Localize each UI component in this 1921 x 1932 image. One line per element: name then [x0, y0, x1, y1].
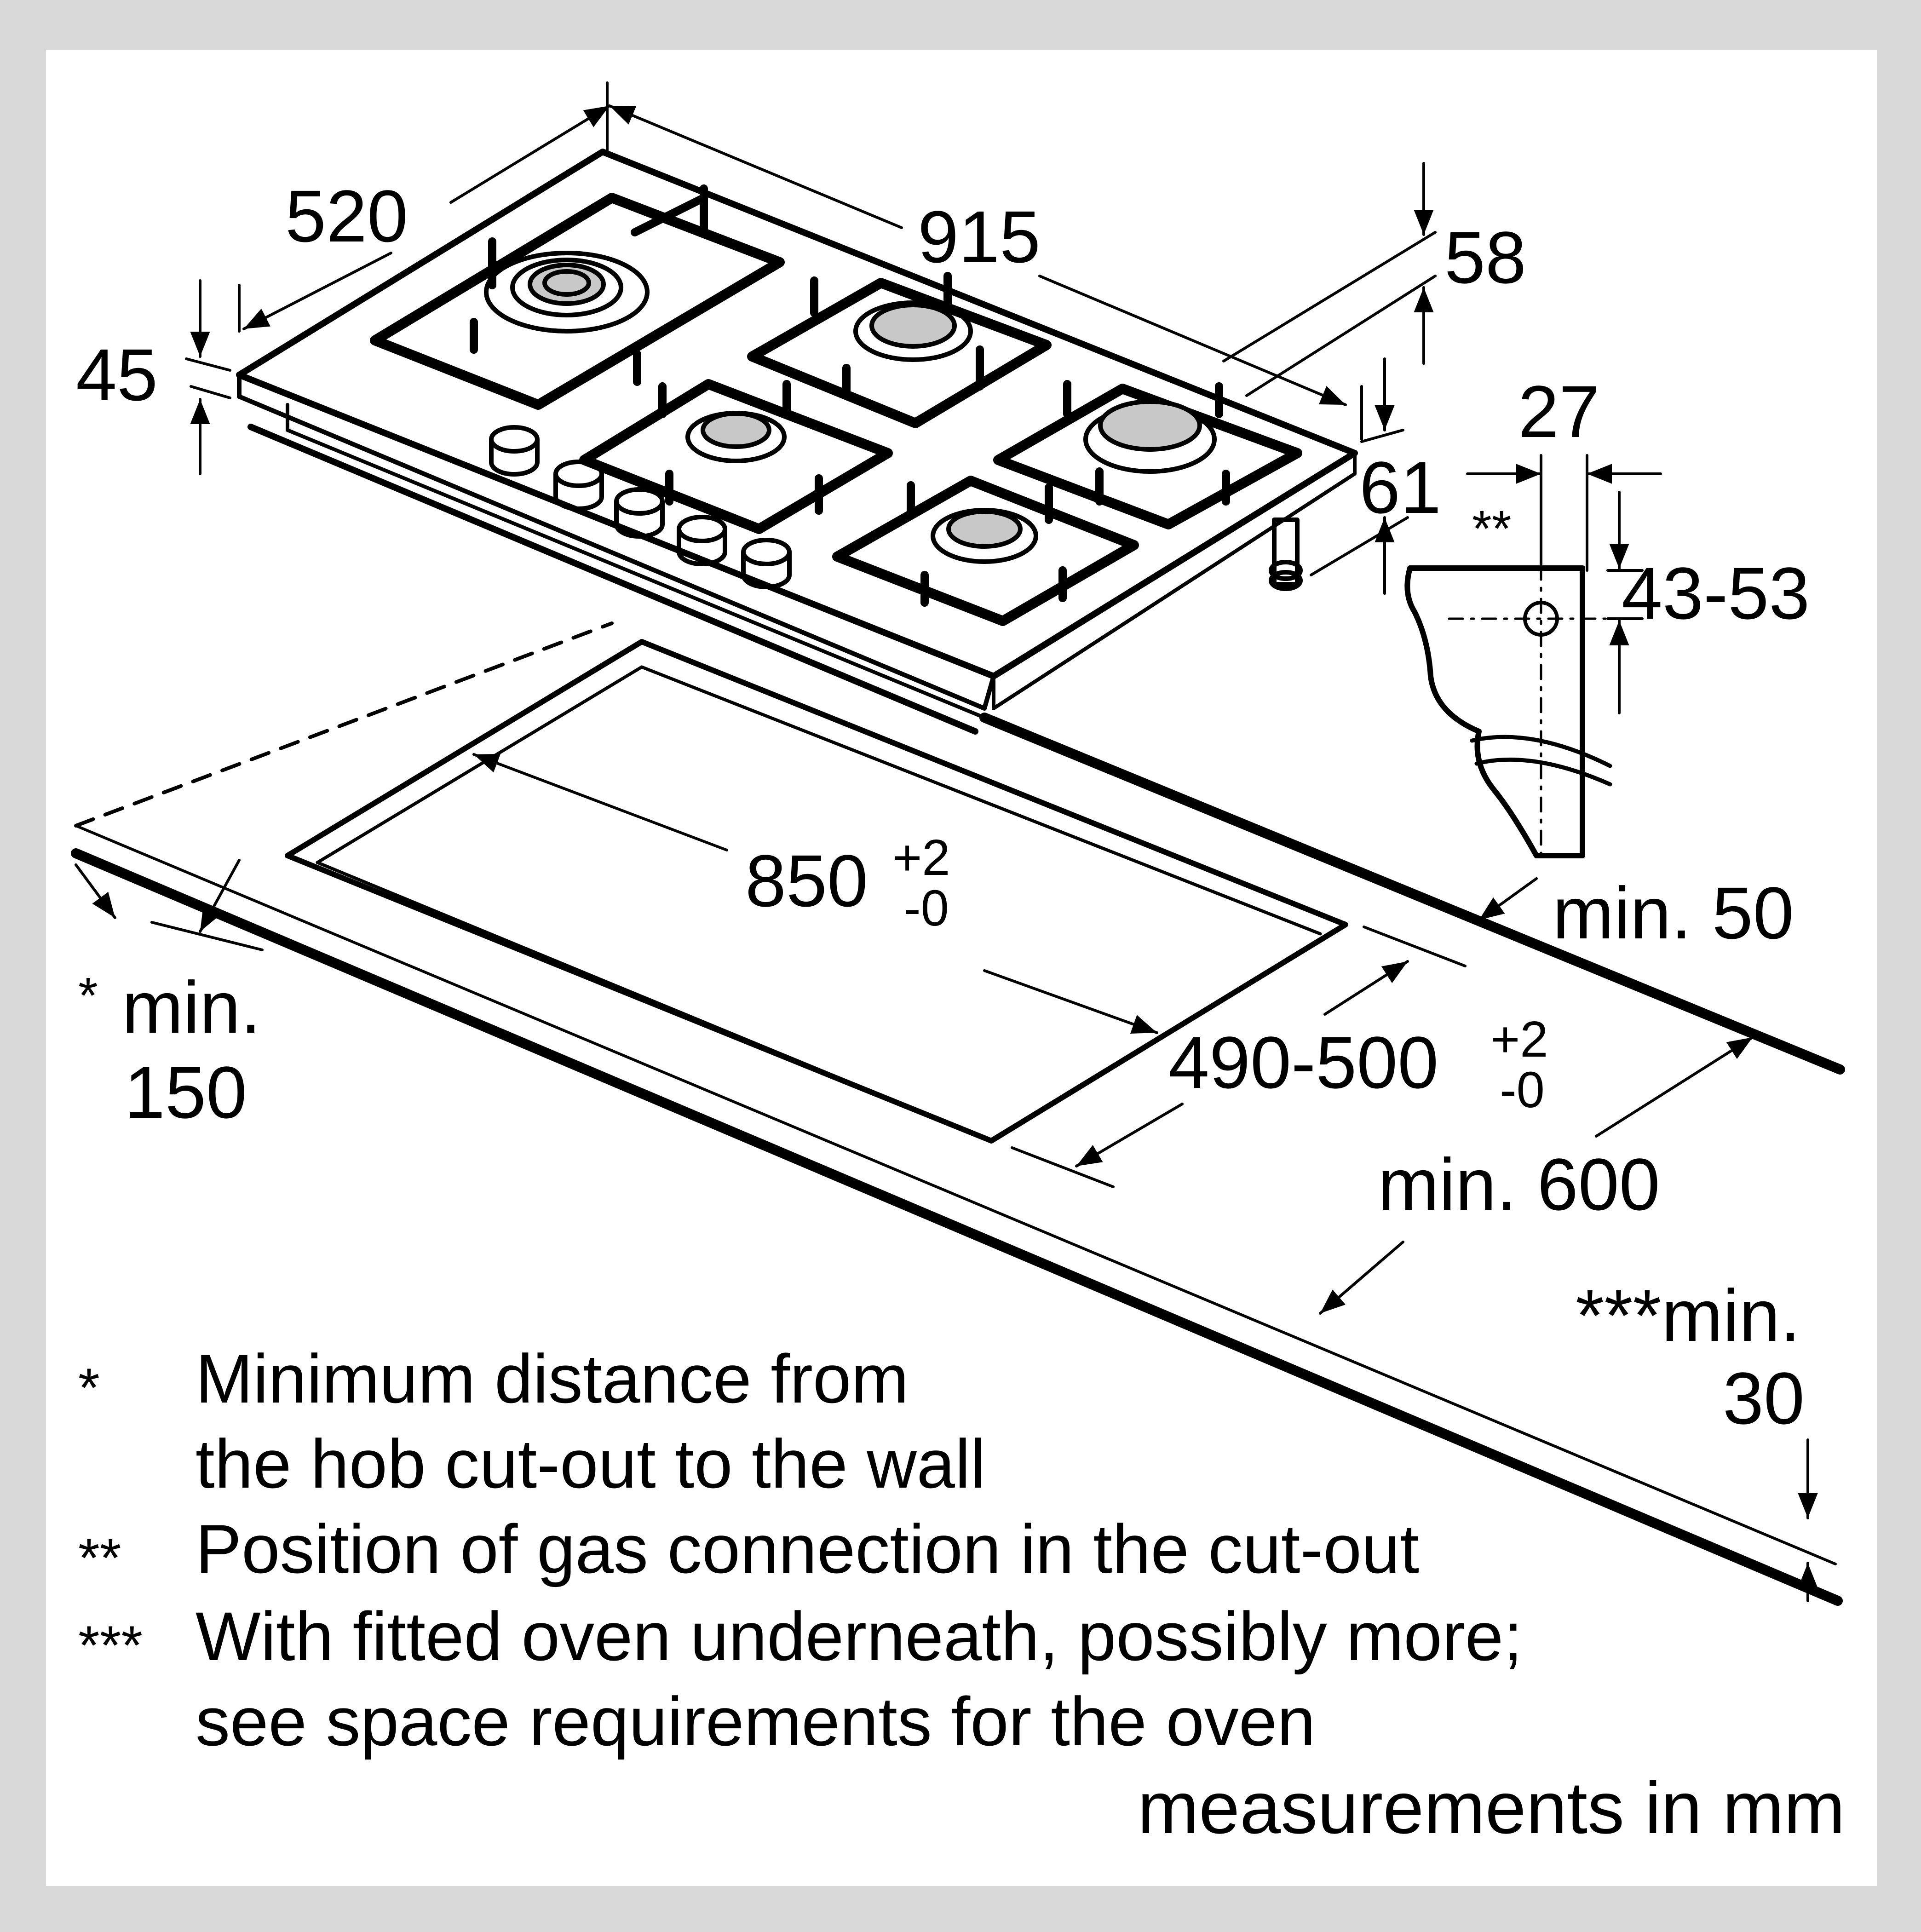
units-footer: measurements in mm	[1137, 1766, 1845, 1849]
dim-min-back: min. 50	[1553, 872, 1794, 954]
dim-cutout-depth-minus: -0	[1500, 1062, 1545, 1118]
dim-min-wall-line2: 150	[124, 1051, 247, 1133]
gas-marker: **	[1472, 500, 1512, 557]
note-text-1b: the hob cut-out to the wall	[196, 1425, 986, 1502]
dim-front-height: 45	[76, 334, 158, 416]
dim-min-wall-mark: *	[78, 967, 98, 1024]
worktop	[71, 621, 1845, 1606]
dimension-lines	[75, 81, 1818, 1602]
note-text-3b: see space requirements for the oven	[196, 1683, 1316, 1760]
hob	[236, 149, 1358, 735]
dim-min-below-line1: ***min.	[1576, 1274, 1801, 1357]
note-mark-1: *	[78, 1357, 100, 1419]
dim-cutout-depth: 490-500 +2 -0	[1168, 1014, 1548, 1116]
dim-min-below-line2: 30	[1723, 1357, 1805, 1439]
dim-cutout-depth-plus: +2	[1490, 1011, 1548, 1068]
dim-cutout-width: 850 +2 -0	[745, 833, 950, 934]
dim-min-front: min. 600	[1378, 1143, 1660, 1225]
note-text-1a: Minimum distance from	[196, 1340, 909, 1417]
burners	[484, 251, 1217, 564]
dim-width-total: 915	[918, 196, 1041, 278]
dim-depth-total: 520	[285, 175, 408, 257]
dim-gas-height-range: 43-53	[1622, 552, 1810, 634]
gas-connection-detail	[1404, 564, 1612, 862]
dim-cutout-depth-value: 490-500	[1168, 1021, 1439, 1104]
pan-supports	[370, 193, 1302, 626]
dim-height-58: 58	[1444, 216, 1526, 299]
dim-cutout-width-plus: +2	[892, 829, 950, 886]
dim-gas-pipe-height: 61	[1359, 446, 1441, 529]
note-text-2a: Position of gas connection in the cut-ou…	[196, 1510, 1420, 1587]
note-mark-2: **	[78, 1527, 121, 1589]
dim-cutout-width-minus: -0	[904, 880, 949, 937]
dim-cutout-width-value: 850	[745, 840, 868, 922]
control-knobs	[489, 425, 792, 589]
note-text-3a: With fitted oven underneath, possibly mo…	[196, 1598, 1523, 1675]
dim-min-wall-line1: min.	[122, 966, 261, 1048]
gas-connector	[1272, 518, 1300, 586]
note-mark-3: ***	[78, 1615, 143, 1676]
dim-gas-offset-side: 27	[1518, 370, 1600, 453]
